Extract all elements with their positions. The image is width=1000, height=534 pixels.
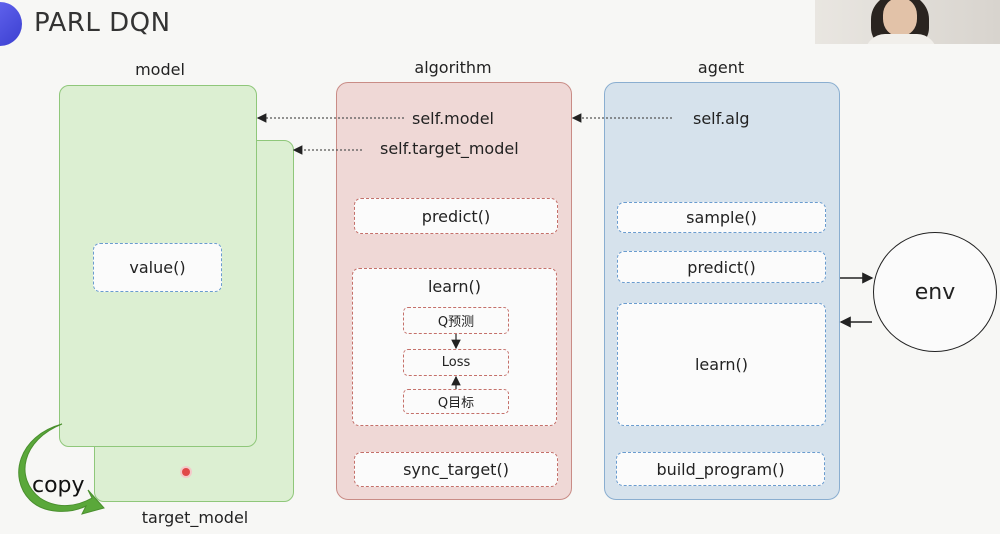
agent-box xyxy=(604,82,840,500)
learn-step-loss: Loss xyxy=(403,349,509,376)
presenter-shirt xyxy=(865,34,937,44)
agent-learn-method: learn() xyxy=(617,303,826,426)
agent-build-program-method: build_program() xyxy=(616,452,825,486)
pointer-dot xyxy=(182,468,190,476)
algorithm-learn-label: learn() xyxy=(427,277,481,296)
agent-sample-method: sample() xyxy=(617,202,826,233)
copy-arrow xyxy=(18,423,105,515)
algorithm-column-label: algorithm xyxy=(414,58,492,77)
target-model-label: target_model xyxy=(141,508,249,527)
agent-self-alg: self.alg xyxy=(693,109,750,128)
algorithm-self-model: self.model xyxy=(412,109,494,128)
algorithm-sync-target-method: sync_target() xyxy=(354,452,558,487)
learn-step-q-predict: Q预测 xyxy=(403,307,509,334)
env-label: env xyxy=(914,279,956,305)
copy-label: copy xyxy=(32,473,85,498)
agent-predict-method: predict() xyxy=(617,251,826,283)
presenter-face xyxy=(883,0,917,36)
algorithm-self-target-model: self.target_model xyxy=(380,139,519,158)
slide-title: PARL DQN xyxy=(34,8,171,38)
model-value-method: value() xyxy=(93,243,222,292)
agent-column-label: agent xyxy=(697,58,745,77)
model-column-label: model xyxy=(135,60,185,79)
title-bar: PARL DQN xyxy=(0,0,1000,46)
title-accent-shape xyxy=(0,2,22,46)
presenter-webcam xyxy=(815,0,1000,44)
env-circle: env xyxy=(873,232,997,352)
learn-step-q-target: Q目标 xyxy=(403,389,509,414)
algorithm-predict-method: predict() xyxy=(354,198,558,234)
